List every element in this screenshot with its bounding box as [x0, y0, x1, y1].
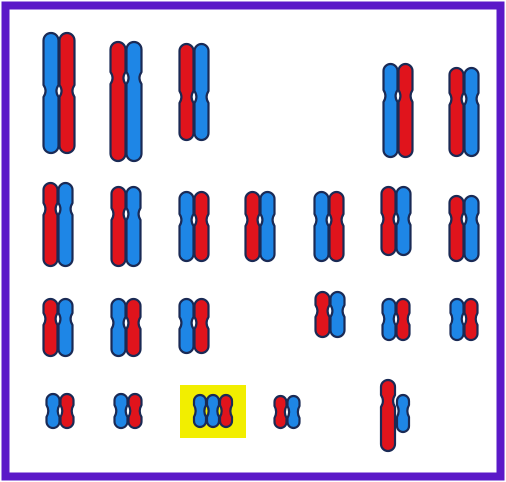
chromosome-19-paternal	[47, 394, 60, 428]
chromosome-4-maternal	[399, 64, 413, 157]
chromosome-pair-2	[111, 42, 142, 161]
chromosome-pair-10	[315, 192, 344, 261]
chromosome-9-paternal	[261, 192, 275, 261]
chromosome-22-maternal	[275, 396, 287, 428]
chromosome-14-paternal	[112, 299, 126, 356]
chromosome-15-maternal	[195, 299, 209, 353]
chromosome-pair-9	[246, 192, 275, 261]
chromosome-13-maternal	[44, 299, 58, 356]
chromosome-6-paternal	[59, 183, 73, 266]
chromosome-21-paternal	[207, 395, 219, 427]
chromosome-16-maternal	[316, 292, 330, 337]
chromosome-17-maternal	[397, 299, 410, 340]
chromosome-10-paternal	[315, 192, 329, 261]
chromosome-1-paternal	[44, 33, 59, 153]
chromosome-9-maternal	[246, 192, 260, 261]
chromosome-pair-8	[180, 192, 209, 261]
chromosome-17-paternal	[383, 299, 396, 340]
chromosome-18-paternal	[451, 299, 464, 340]
chromosome-3-paternal	[195, 44, 209, 140]
chromosome-5-maternal	[450, 68, 464, 156]
chromosome-3-maternal	[180, 44, 194, 140]
chromosome-19-maternal	[61, 394, 74, 428]
chromosome-pair-13	[44, 299, 73, 356]
chromosome-pair-3	[180, 44, 209, 140]
x-chromosome	[381, 380, 395, 451]
chromosome-pair-12	[450, 196, 479, 261]
chromosome-7-maternal	[112, 187, 126, 266]
chromosome-13-paternal	[59, 299, 73, 356]
chromosome-15-paternal	[180, 299, 194, 353]
chromosome-20-paternal	[115, 394, 128, 428]
chromosome-20-maternal	[129, 394, 142, 428]
chromosome-pair-4	[384, 64, 413, 157]
chromosome-1-maternal	[60, 33, 75, 153]
chromosome-8-maternal	[195, 192, 209, 261]
chromosome-16-paternal	[331, 292, 345, 337]
chromosome-4-paternal	[384, 64, 398, 157]
chromosome-21-maternal	[220, 395, 232, 427]
chromosome-21-paternal	[194, 395, 206, 427]
chromosome-18-maternal	[465, 299, 478, 340]
chromosome-2-maternal	[111, 42, 126, 161]
chromosome-14-maternal	[127, 299, 141, 356]
chromosome-pair-21	[180, 385, 246, 438]
chromosome-5-paternal	[465, 68, 479, 156]
chromosome-pair-7	[112, 187, 141, 266]
chromosome-pair-6	[44, 183, 73, 266]
chromosome-6-maternal	[44, 183, 58, 266]
chromosome-22-paternal	[288, 396, 300, 428]
chromosome-11-paternal	[397, 187, 411, 255]
chromosome-2-paternal	[127, 42, 142, 161]
chromosome-8-paternal	[180, 192, 194, 261]
chromosome-10-maternal	[330, 192, 344, 261]
chromosome-12-paternal	[465, 196, 479, 261]
chromosome-12-maternal	[450, 196, 464, 261]
chromosome-11-maternal	[382, 187, 396, 255]
chromosome-7-paternal	[127, 187, 141, 266]
chromosome-pair-5	[450, 68, 479, 156]
y-chromosome	[397, 395, 409, 432]
